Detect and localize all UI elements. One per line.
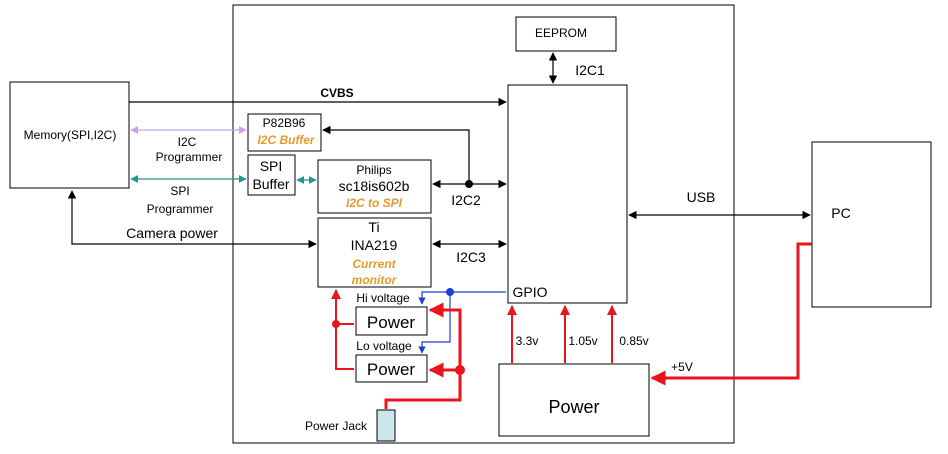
spi-programmer-label-2: Programmer — [147, 202, 214, 216]
memory-block: Memory(SPI,I2C) — [9, 81, 130, 189]
gpio-hi-control — [418, 291, 506, 305]
spi-buffer-label-2: Buffer — [252, 176, 289, 192]
gpio-lo-control — [418, 292, 451, 354]
v085-label: 0.85v — [619, 334, 648, 348]
ina219-label: INA219 — [351, 237, 398, 253]
p82b96-label: P82B96 — [263, 116, 306, 130]
pc-label: PC — [831, 205, 850, 221]
i2c2-to-p82b96 — [322, 125, 470, 184]
hi-voltage-label: Hi voltage — [356, 291, 410, 305]
i2c3-label: I2C3 — [456, 249, 486, 265]
lo-voltage-label: Lo voltage — [356, 339, 412, 353]
camera-power-label: Camera power — [126, 225, 218, 241]
memory-label: Memory(SPI,I2C) — [24, 128, 117, 142]
p82b96-block: P82B96 I2C Buffer — [247, 113, 322, 152]
power-hi-label: Power — [367, 313, 416, 332]
jack-junction — [455, 365, 465, 375]
cvbs-label: CVBS — [320, 86, 353, 100]
i2c-programmer-label-2: Programmer — [156, 150, 223, 164]
pc-block: PC — [811, 141, 932, 308]
power-lo-block: Power — [355, 354, 428, 383]
power-main-block: Power — [498, 363, 650, 437]
usb-5v-rail — [650, 242, 812, 386]
lo-power-output — [335, 324, 354, 370]
power-lo-label: Power — [367, 360, 416, 379]
i2c-buffer-label: I2C Buffer — [257, 133, 315, 147]
v105-label: 1.05v — [568, 334, 597, 348]
i2c2-label: I2C2 — [451, 192, 481, 208]
ina219-block: Ti INA219 Current monitor — [317, 217, 432, 288]
gpio-label: GPIO — [512, 284, 547, 300]
v5-label: +5V — [671, 360, 693, 374]
eeprom-label: EEPROM — [535, 26, 587, 40]
camera-power-link — [67, 190, 317, 249]
sc18-label: sc18is602b — [339, 178, 410, 194]
gpio-junction — [446, 288, 454, 296]
i2c2-junction — [465, 180, 473, 188]
v33-label: 3.3v — [516, 334, 539, 348]
power-jack: Power Jack — [305, 409, 396, 442]
i2c-programmer-label-1: I2C — [178, 135, 197, 149]
current-label: Current — [352, 257, 396, 271]
usb-label: USB — [687, 189, 716, 205]
power-output-junction — [332, 320, 340, 328]
monitor-label: monitor — [352, 273, 398, 287]
eeprom-block: EEPROM — [515, 16, 617, 52]
i2c1-label: I2C1 — [575, 62, 605, 78]
i2c-to-spi-label: I2C to SPI — [346, 196, 403, 210]
hi-power-output — [331, 289, 354, 325]
power-main-label: Power — [548, 397, 599, 417]
ti-label: Ti — [368, 219, 379, 235]
sc18is602b-block: Philips sc18is602b I2C to SPI — [317, 159, 432, 214]
power-jack-label: Power Jack — [305, 419, 368, 433]
power-hi-block: Power — [355, 306, 428, 336]
spi-buffer-block: SPI Buffer — [247, 154, 296, 196]
processor-block — [507, 84, 628, 304]
spi-programmer-label-1: SPI — [170, 184, 189, 198]
philips-label: Philips — [356, 163, 391, 177]
spi-buffer-label-1: SPI — [260, 158, 283, 174]
jack-to-hi-power — [384, 302, 462, 409]
